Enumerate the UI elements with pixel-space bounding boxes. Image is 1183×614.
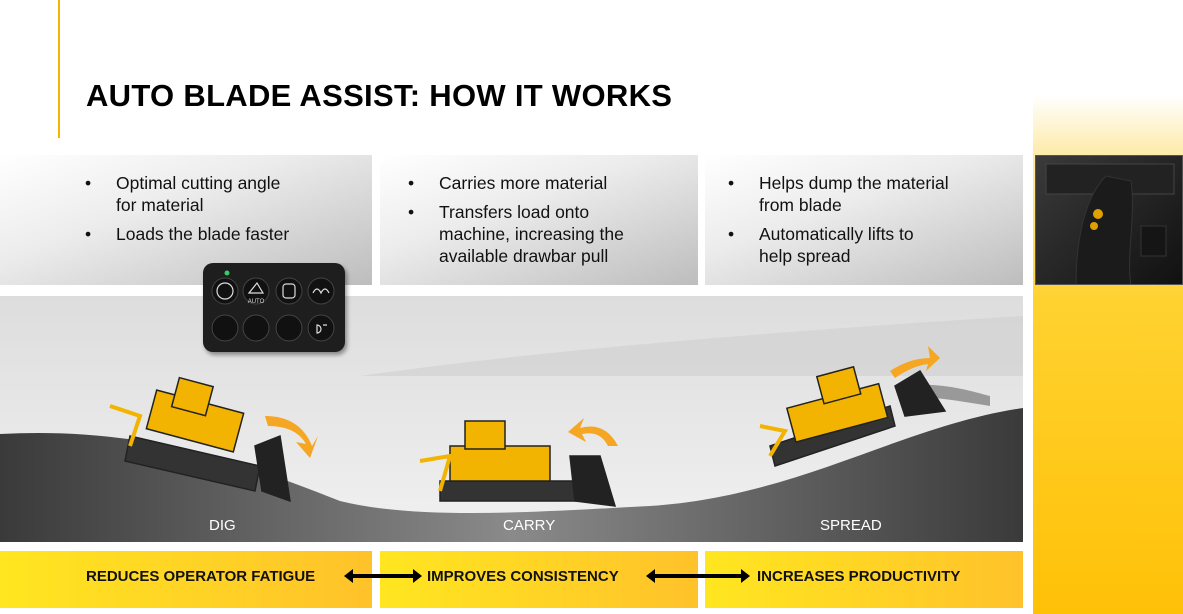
dozer-carry bbox=[419, 420, 617, 507]
bullet: Automatically lifts to help spread bbox=[723, 223, 943, 267]
spread-arrow-icon bbox=[890, 346, 940, 378]
benefit-bar-2 bbox=[380, 551, 698, 608]
stage-label-carry: CARRY bbox=[503, 517, 556, 534]
keypad-auto-label: AUTO bbox=[248, 299, 265, 305]
dig-info-panel: Optimal cutting angle for materialLoads … bbox=[0, 155, 372, 285]
benefit-productivity: INCREASES PRODUCTIVITY bbox=[757, 568, 961, 585]
benefit-consistency: IMPROVES CONSISTENCY bbox=[427, 568, 619, 585]
bullet: Helps dump the material from blade bbox=[723, 172, 953, 216]
stage-label-dig: DIG bbox=[209, 517, 236, 534]
auto-blade-keypad: AUTO bbox=[203, 263, 345, 352]
dozer-spread bbox=[759, 365, 947, 467]
benefit-bar-1 bbox=[0, 551, 372, 608]
double-arrow-icon bbox=[344, 569, 422, 583]
bullet: Transfers load onto machine, increasing … bbox=[403, 201, 643, 267]
page-title: AUTO BLADE ASSIST: HOW IT WORKS bbox=[86, 78, 673, 113]
joystick-photo bbox=[1035, 155, 1183, 285]
double-arrow-icon bbox=[646, 569, 750, 583]
carry-arrow-icon bbox=[568, 418, 618, 446]
benefit-fatigue: REDUCES OPERATOR FATIGUE bbox=[86, 568, 316, 585]
terrain-scene bbox=[0, 296, 1023, 542]
dig-arrow-icon bbox=[265, 416, 318, 458]
bullet: Loads the blade faster bbox=[80, 223, 372, 245]
dozer-dig bbox=[109, 376, 291, 503]
stage-label-spread: SPREAD bbox=[820, 517, 882, 534]
carry-info-panel: Carries more materialTransfers load onto… bbox=[380, 155, 698, 285]
spread-info-panel: Helps dump the material from bladeAutoma… bbox=[705, 155, 1023, 285]
side-strip bbox=[1033, 0, 1183, 614]
accent-line bbox=[58, 0, 60, 138]
bullet: Carries more material bbox=[403, 172, 698, 194]
benefit-bar-3 bbox=[705, 551, 1023, 608]
bullet: Optimal cutting angle for material bbox=[80, 172, 300, 216]
